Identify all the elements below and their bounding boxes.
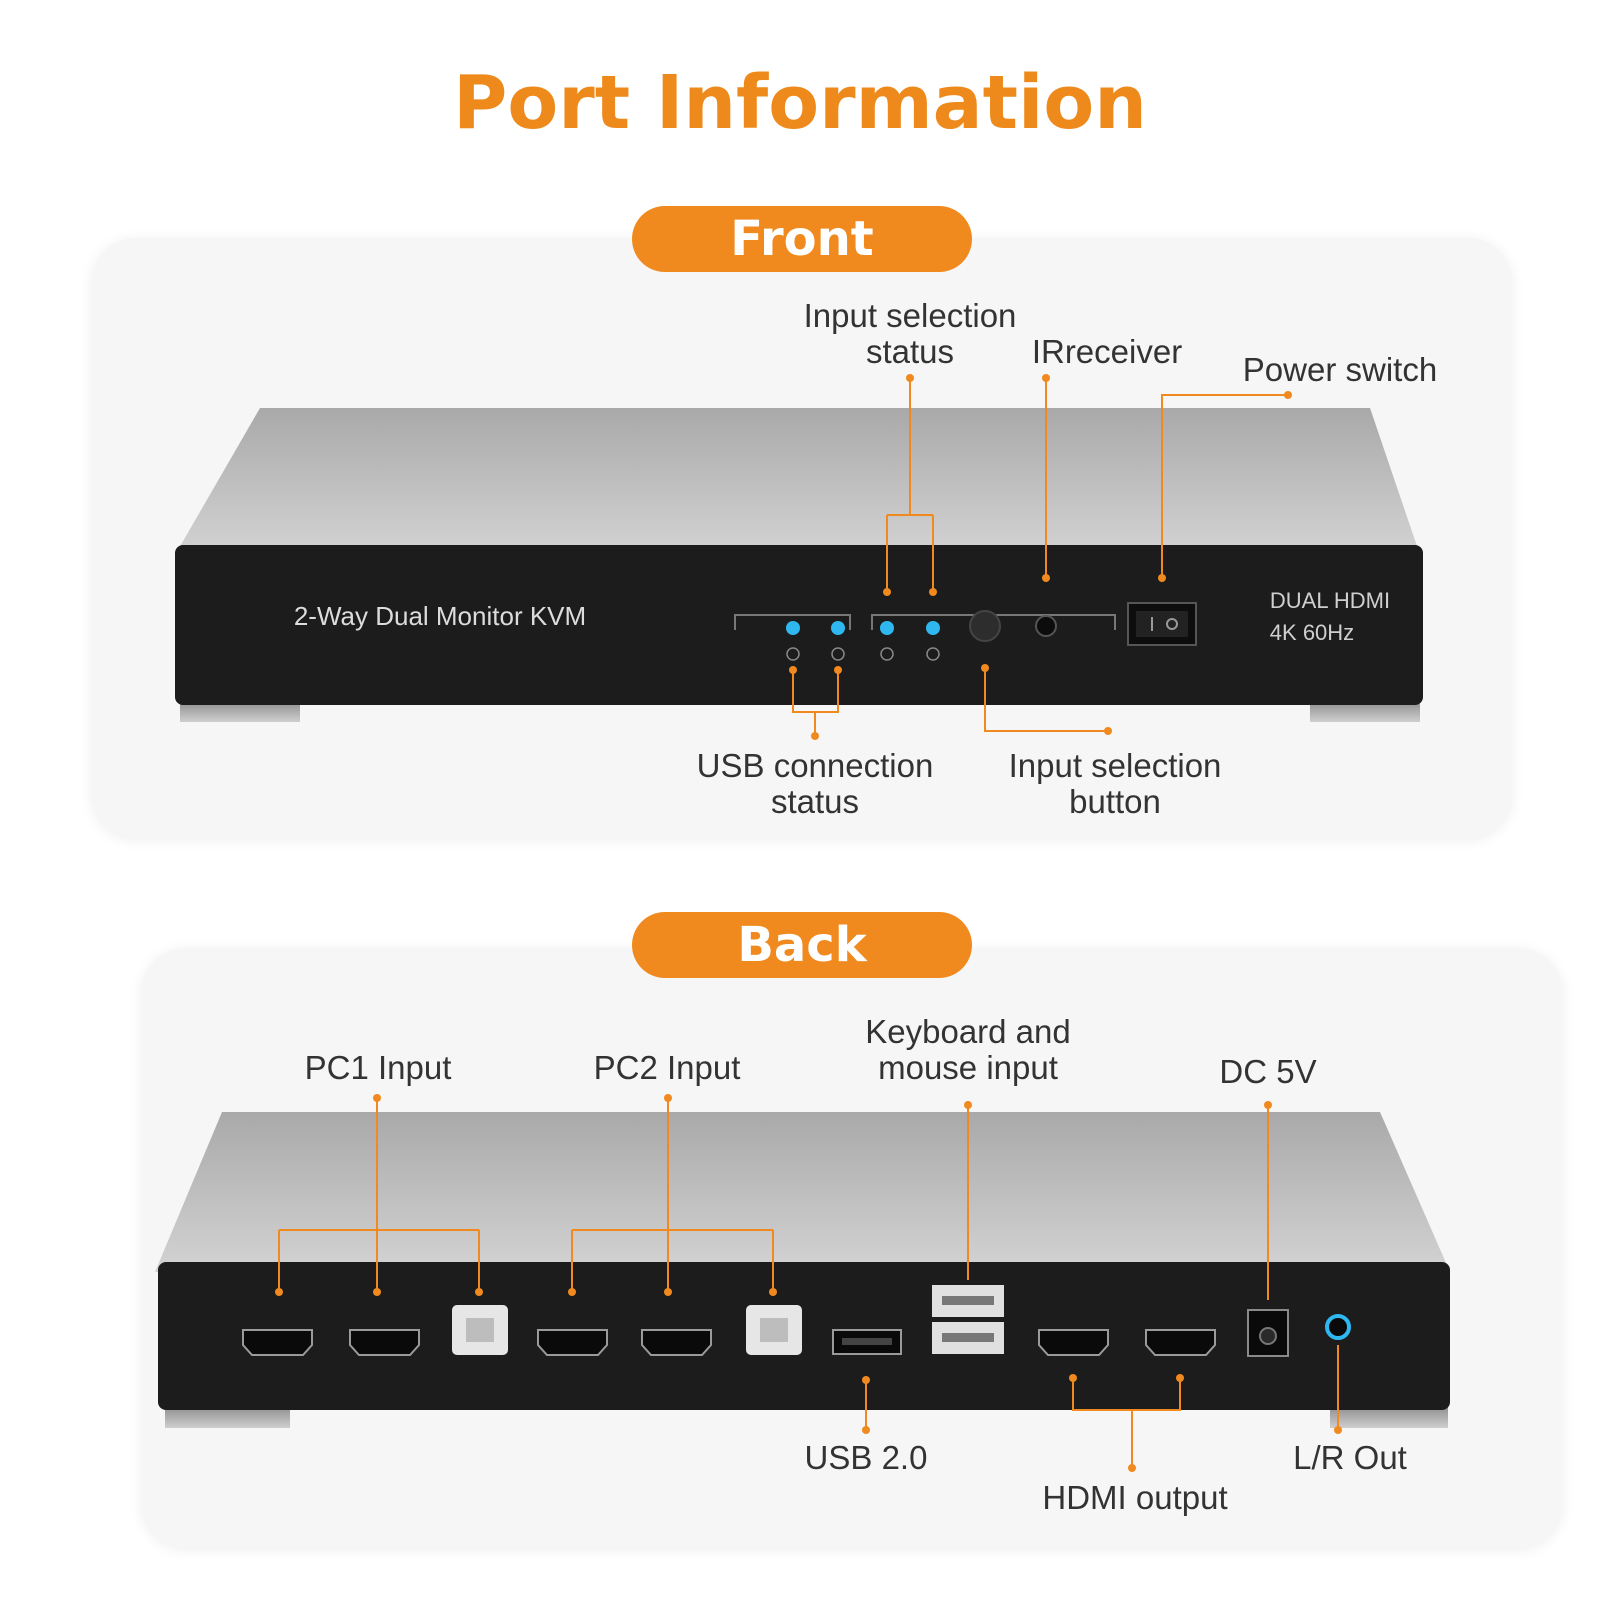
- back-device: [155, 1094, 1450, 1472]
- label-pc2-input: PC2 Input: [593, 1049, 741, 1086]
- label-usb-connection-status: USB connection status: [696, 747, 934, 820]
- pc1-hdmi-port-a: [242, 1329, 313, 1356]
- page-title: Port Information: [453, 60, 1147, 146]
- label-pc1-input: PC1 Input: [304, 1049, 452, 1086]
- label-usb-2-0: USB 2.0: [804, 1439, 928, 1476]
- label-input-selection-status: Input selection status: [803, 297, 1017, 370]
- input-status-led-2: [926, 621, 940, 635]
- ir-receiver-sensor: [1035, 615, 1057, 637]
- front-device: 2-Way Dual Monitor KVM DUAL HDMI 4K 60Hz: [175, 374, 1423, 740]
- usb-status-led-1: [786, 621, 800, 635]
- pc2-hdmi-port-a: [537, 1329, 608, 1356]
- hdmi-out-port-1: [1038, 1329, 1109, 1356]
- label-dc-5v: DC 5V: [1219, 1053, 1317, 1090]
- audio-out-jack: [1325, 1314, 1351, 1340]
- front-heading: Front: [632, 206, 972, 272]
- usb-status-led-2: [831, 621, 845, 635]
- input-selection-button: [969, 610, 1001, 642]
- back-heading: Back: [632, 912, 972, 978]
- label-lr-out: L/R Out: [1293, 1439, 1407, 1476]
- device-spec-line2: 4K 60Hz: [1270, 620, 1354, 645]
- label-hdmi-output: HDMI output: [1042, 1479, 1228, 1516]
- label-power-switch: Power switch: [1242, 351, 1438, 388]
- pc2-hdmi-port-b: [641, 1329, 712, 1356]
- input-status-led-1: [880, 621, 894, 635]
- hdmi-out-port-2: [1145, 1329, 1216, 1356]
- device-model-label: 2-Way Dual Monitor KVM: [294, 601, 586, 631]
- label-input-selection-button: Input selection button: [1008, 747, 1222, 820]
- label-keyboard-mouse-input: Keyboard and mouse input: [865, 1013, 1071, 1086]
- device-spec-line1: DUAL HDMI: [1270, 588, 1390, 613]
- pc1-hdmi-port-b: [349, 1329, 420, 1356]
- back-face: [158, 1262, 1450, 1410]
- label-ir-receiver: IRreceiver: [1031, 333, 1183, 370]
